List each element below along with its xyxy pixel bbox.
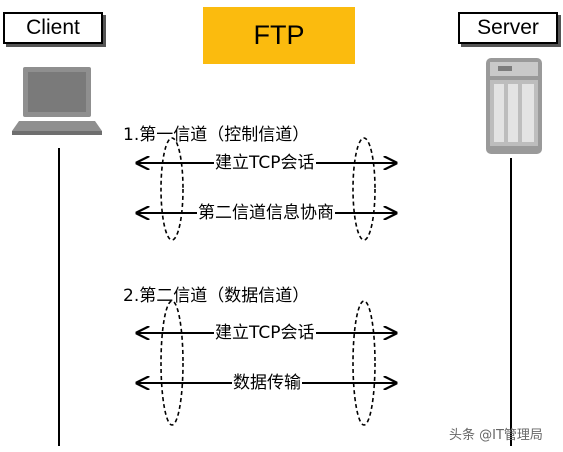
client-label: Client [3, 12, 103, 44]
server-port-ellipse-1 [352, 137, 376, 241]
ftp-title: FTP [203, 7, 355, 64]
channel-2-tcp-label: 建立TCP会话 [214, 323, 316, 343]
channel-2-transfer-label: 数据传输 [232, 373, 302, 393]
server-label: Server [458, 12, 558, 44]
channel-1-negotiate-label: 第二信道信息协商 [197, 203, 335, 223]
client-port-ellipse-1 [160, 137, 184, 241]
channel-1-heading: 1.第一信道（控制信道） [123, 125, 310, 145]
watermark: 头条 @IT管理局 [449, 428, 543, 443]
server-port-ellipse-2 [352, 300, 376, 426]
computer-icon [12, 67, 102, 135]
client-port-ellipse-2 [160, 300, 184, 426]
channel-1-tcp-label: 建立TCP会话 [214, 153, 316, 173]
channel-2-heading: 2.第二信道（数据信道） [123, 286, 310, 306]
server-icon [486, 58, 542, 154]
